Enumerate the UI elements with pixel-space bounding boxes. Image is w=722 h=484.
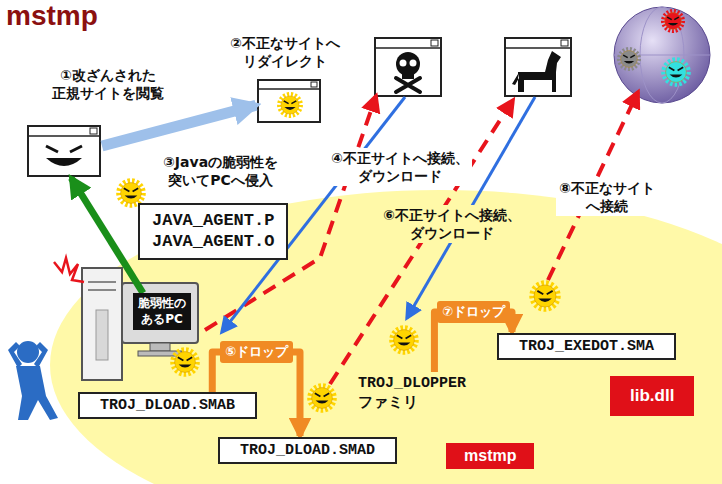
page-title: mstmp — [6, 0, 98, 32]
flow-arrow — [102, 105, 256, 146]
malicious-site-window — [505, 38, 571, 96]
node-text: TROJ_DLOAD.SMAD — [240, 442, 375, 459]
step-label: ④不正サイトへ接続、 ダウンロード — [328, 148, 472, 186]
node-text: mstmp — [464, 447, 516, 465]
malware-icon — [532, 283, 558, 309]
malware-box: TROJ_DLOAD.SMAD — [218, 437, 397, 464]
node-text: ②不正なサイトへ リダイレクト — [230, 34, 340, 70]
internet-globe — [614, 7, 710, 103]
infection-area — [50, 190, 722, 484]
malware-icon — [119, 181, 143, 205]
browser-window — [258, 80, 320, 122]
malware-icon — [173, 350, 197, 374]
flow-arrow — [71, 178, 143, 293]
malicious-site-window — [375, 38, 441, 96]
step-label: ⑥不正サイトへ接続、 ダウンロード — [380, 205, 524, 243]
node-text: TROJ_EXEDOT.SMA — [519, 338, 654, 355]
node-text: TROJ_DLOPPER ファミリ — [358, 374, 466, 413]
site-window: ①改ざんされた 正規サイトを閲覧 — [28, 126, 100, 176]
malware-box: TROJ_DLOAD.SMAB — [78, 392, 257, 419]
malware-box: TROJ_EXEDOT.SMA — [497, 333, 676, 360]
site-window: ②不正なサイトへ リダイレクト — [258, 80, 320, 122]
node-text: TROJ_DLOAD.SMAB — [100, 397, 235, 414]
alarm-mark — [54, 258, 84, 282]
edge-label: ⑤ドロップ — [220, 341, 293, 363]
step-label: ⑧不正なサイト へ接続 — [556, 178, 658, 216]
browser-window — [28, 126, 100, 176]
malware-icon — [392, 328, 416, 352]
malware-box: JAVA_AGENT.P JAVA_AGENT.O — [138, 203, 288, 260]
malware-family: TROJ_DLOPPER ファミリ — [356, 372, 468, 415]
user-figure — [8, 341, 58, 420]
file-tag: mstmp — [446, 443, 534, 469]
pc-screen: 脆弱性の あるPC — [133, 293, 191, 330]
node-text: ①改ざんされた 正規サイトを閲覧 — [52, 66, 164, 102]
malware-icon — [310, 386, 334, 410]
edge-label: ⑦ドロップ — [437, 301, 510, 323]
step-label: ③Javaの脆弱性を 突いてPCへ侵入 — [160, 152, 281, 190]
file-tag: lib.dll — [610, 376, 694, 416]
node-text: JAVA_AGENT.P JAVA_AGENT.O — [152, 210, 274, 253]
node-text: lib.dll — [630, 386, 674, 406]
node-text: 脆弱性の あるPC — [138, 296, 186, 327]
